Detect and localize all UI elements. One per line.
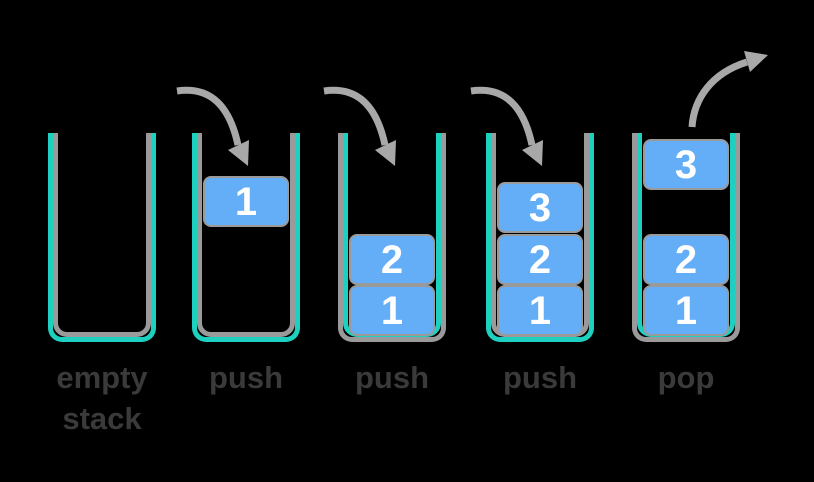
container-outer-outline (632, 133, 740, 342)
stack-block: 3 (643, 139, 729, 190)
stage-label-push-1: push (208, 360, 284, 395)
stage-label-empty-stack: empty stack (56, 360, 148, 436)
stack-block: 2 (643, 234, 729, 285)
container-inner-outline (197, 133, 295, 337)
container-outer-outline (48, 133, 156, 342)
stack-block-value: 2 (380, 237, 404, 282)
stack-block-value: 3 (528, 185, 552, 230)
stage-label-push-2: push (354, 360, 430, 395)
push-arrow-icon (470, 86, 543, 166)
stack-block: 2 (497, 234, 583, 285)
stack-block-value: 1 (234, 179, 258, 224)
stack-block-value: 1 (380, 288, 404, 333)
stack-block: 1 (349, 285, 435, 336)
container-outer-outline (486, 133, 594, 342)
stack-container-push-2: 2 1 (338, 133, 446, 342)
stack-container-push-1: 1 (192, 133, 300, 342)
stage-label-pop: pop (657, 360, 715, 395)
stack-container-empty (48, 133, 156, 342)
stack-container-push-3: 3 2 1 (486, 133, 594, 342)
stack-block-value: 2 (528, 237, 552, 282)
stack-block: 1 (203, 176, 289, 227)
stack-block-value: 2 (674, 237, 698, 282)
push-arrow-icon (323, 86, 396, 166)
pop-arrow-icon (688, 51, 768, 128)
stage-label-push-3: push (502, 360, 578, 395)
push-arrow-icon (176, 86, 249, 166)
stack-block: 1 (643, 285, 729, 336)
stack-block: 1 (497, 285, 583, 336)
container-inner-outline (53, 133, 151, 337)
stack-block-value: 3 (674, 142, 698, 187)
stack-container-pop: 3 2 1 (632, 133, 740, 342)
container-outer-outline (192, 133, 300, 342)
stack-block-value: 1 (528, 288, 552, 333)
container-outer-outline (338, 133, 446, 342)
stack-block: 2 (349, 234, 435, 285)
stack-block-value: 1 (674, 288, 698, 333)
stack-block: 3 (497, 182, 583, 233)
